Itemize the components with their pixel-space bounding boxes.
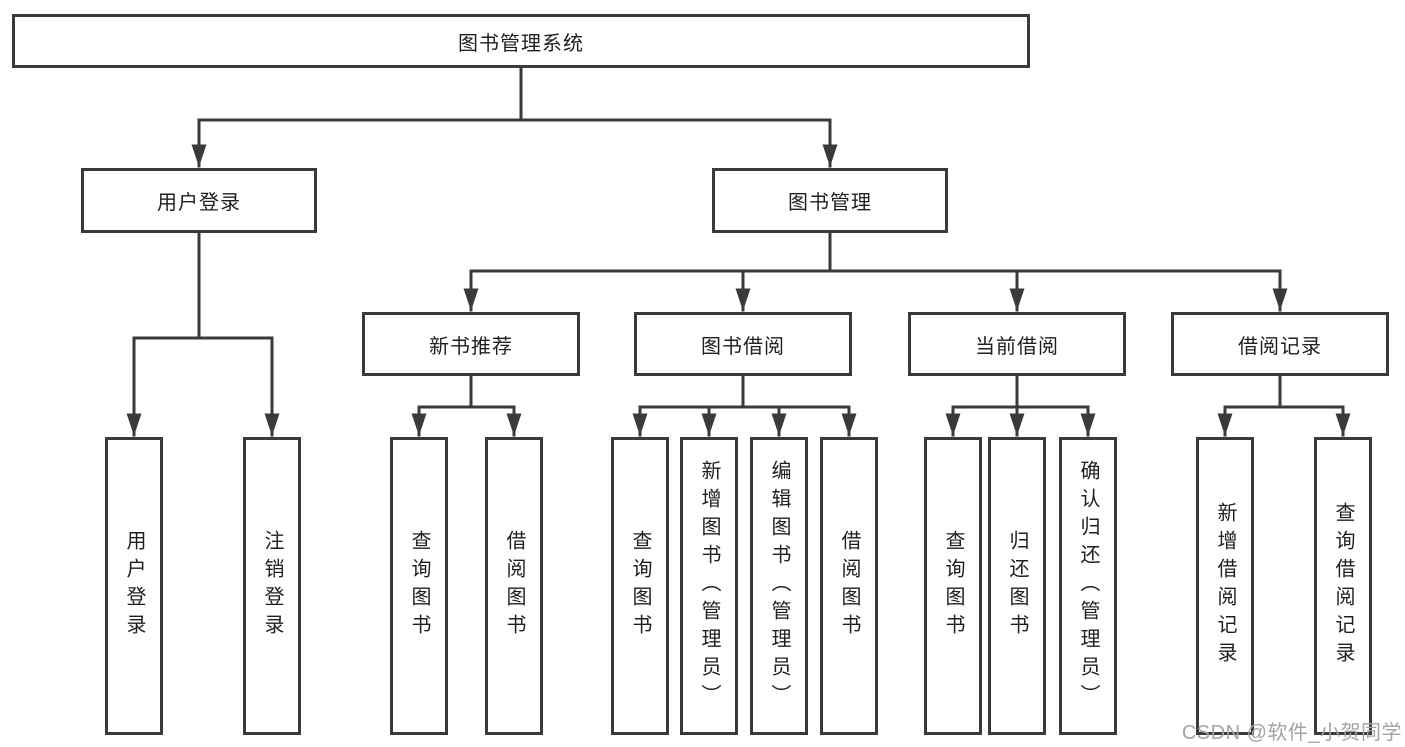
node-borrowing-records-label: 借阅记录 [1238,335,1322,358]
leaf-user-login: 用户登录 [105,437,163,735]
leaf-confirm-return-admin: 确认归还（管理员） [1059,437,1117,735]
leaf-return-book-label: 归还图书 [1006,530,1028,642]
leaf-query-books-current-label: 查询图书 [942,530,964,642]
leaf-add-book-admin-label: 新增图书（管理员） [698,460,720,712]
leaf-query-books-recommend-label: 查询图书 [408,530,430,642]
leaf-borrow-books-recommend: 借阅图书 [485,437,543,735]
watermark-text: CSDN @软件_小贺同学 [1181,722,1402,744]
leaf-add-book-admin: 新增图书（管理员） [680,437,738,735]
leaf-borrow-books-label: 借阅图书 [838,530,860,642]
node-root: 图书管理系统 [12,14,1030,68]
leaf-confirm-return-admin-label: 确认归还（管理员） [1077,460,1099,712]
leaf-add-borrow-record-label: 新增借阅记录 [1214,502,1236,670]
leaf-query-books-current: 查询图书 [924,437,982,735]
node-book-borrowing-label: 图书借阅 [701,335,785,358]
leaf-query-books-borrowing: 查询图书 [611,437,669,735]
node-book-management-label: 图书管理 [788,192,872,214]
leaf-query-books-borrowing-label: 查询图书 [629,530,651,642]
node-new-book-recommendation-label: 新书推荐 [429,335,513,358]
leaf-query-borrow-record-label: 查询借阅记录 [1332,502,1354,670]
node-book-management: 图书管理 [712,168,948,233]
node-current-borrowing: 当前借阅 [908,312,1126,376]
node-user-login-label: 用户登录 [157,192,241,214]
leaf-return-book: 归还图书 [988,437,1046,735]
leaf-edit-book-admin: 编辑图书（管理员） [750,437,808,735]
node-borrowing-records: 借阅记录 [1171,312,1389,376]
leaf-edit-book-admin-label: 编辑图书（管理员） [768,460,790,712]
node-new-book-recommendation: 新书推荐 [362,312,580,376]
node-root-label: 图书管理系统 [458,32,584,55]
leaf-logout: 注销登录 [243,437,301,735]
node-book-borrowing: 图书借阅 [634,312,852,376]
leaf-logout-label: 注销登录 [261,530,283,642]
leaf-query-borrow-record: 查询借阅记录 [1314,437,1372,735]
leaf-add-borrow-record: 新增借阅记录 [1196,437,1254,735]
leaf-borrow-books: 借阅图书 [820,437,878,735]
node-user-login: 用户登录 [81,168,317,233]
leaf-user-login-label: 用户登录 [123,530,145,642]
leaf-query-books-recommend: 查询图书 [390,437,448,735]
leaf-borrow-books-recommend-label: 借阅图书 [503,530,525,642]
node-current-borrowing-label: 当前借阅 [975,335,1059,358]
